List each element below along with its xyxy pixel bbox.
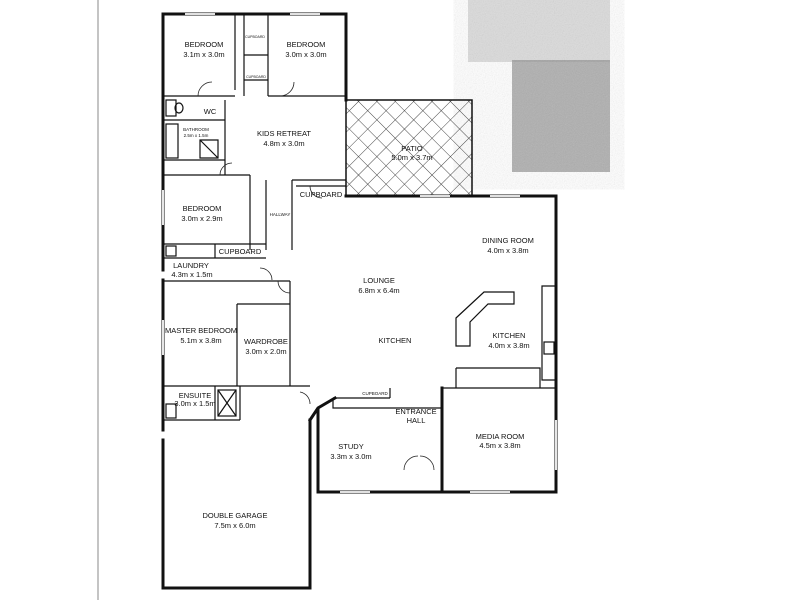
study-size: 3.3m x 3.0m [330,452,371,461]
bedroom2-name: BEDROOM [185,40,224,49]
interior-walls [163,14,557,421]
ensuite-name: ENSUITE [179,391,212,400]
wc-name: WC [204,107,217,116]
kids-retreat-name: KIDS RETREAT [257,129,311,138]
wardrobe-name: WARDROBE [244,337,288,346]
bedroom3-size: 3.0m x 3.0m [285,50,326,59]
wardrobe-size: 3.0m x 2.0m [245,347,286,356]
entrance-line2: HALL [407,416,426,425]
ensuite-toilet-icon [165,403,177,419]
laundry-size: 4.3m x 1.5m [171,270,212,279]
kitchen-size: 4.0m x 3.8m [488,341,529,350]
bedroom3-name: BEDROOM [287,40,326,49]
garage-size: 7.5m x 6.0m [214,521,255,530]
bathtub-icon [165,123,179,159]
garage-name: DOUBLE GARAGE [202,511,267,520]
master-bedroom-name: MASTER BEDROOM [165,326,237,335]
dining-name: DINING ROOM [482,236,534,245]
fixtures [165,99,555,419]
lounge-size: 6.8m x 6.4m [358,286,399,295]
patio-size: 5.0m x 3.7m [391,153,432,162]
kitchen-left-name: KITCHEN [379,336,412,345]
master-bedroom-size: 5.1m x 3.8m [180,336,221,345]
cupboard-entry: CUPBOARD [362,391,388,396]
scan-smudge [468,0,610,172]
media-room-name: MEDIA ROOM [476,432,525,441]
kids-retreat-size: 4.8m x 3.0m [263,139,304,148]
cupboard-laundry: CUPBOARD [219,247,262,256]
cupboard-top-mid: CUPBOARD [246,75,266,79]
laundry-tub-icon [165,245,177,257]
doors [197,81,435,471]
study-name: STUDY [338,442,363,451]
kitchen-name: KITCHEN [493,331,526,340]
media-room-size: 4.5m x 3.8m [479,441,520,450]
dining-size: 4.0m x 3.8m [487,246,528,255]
bedroom2-size: 3.1m x 3.0m [183,50,224,59]
bedroom4-name: BEDROOM [183,204,222,213]
laundry-name: LAUNDRY [173,261,209,270]
patio-name: PATIO [401,144,423,153]
room-labels: BEDROOM 3.1m x 3.0m BEDROOM 3.0m x 3.0m … [165,35,534,530]
bathroom-name: BATHROOM [183,127,209,132]
lounge-name: LOUNGE [363,276,395,285]
cupboard-retreat: CUPBOARD [300,190,343,199]
entrance-line1: ENTRANCE [395,407,436,416]
ensuite-size: 3.0m x 1.5m [174,399,215,408]
bathroom-size: 2.5m x 1.5m [184,133,209,138]
bedroom4-size: 3.0m x 2.9m [181,214,222,223]
cooktop-icon [543,341,555,355]
windows [162,13,557,493]
cupboard-top-left: CUPBOARD [245,35,265,39]
toilet-icon [165,99,177,117]
hallway-name: HALLWAY [270,212,291,217]
shower-icon [217,389,237,417]
